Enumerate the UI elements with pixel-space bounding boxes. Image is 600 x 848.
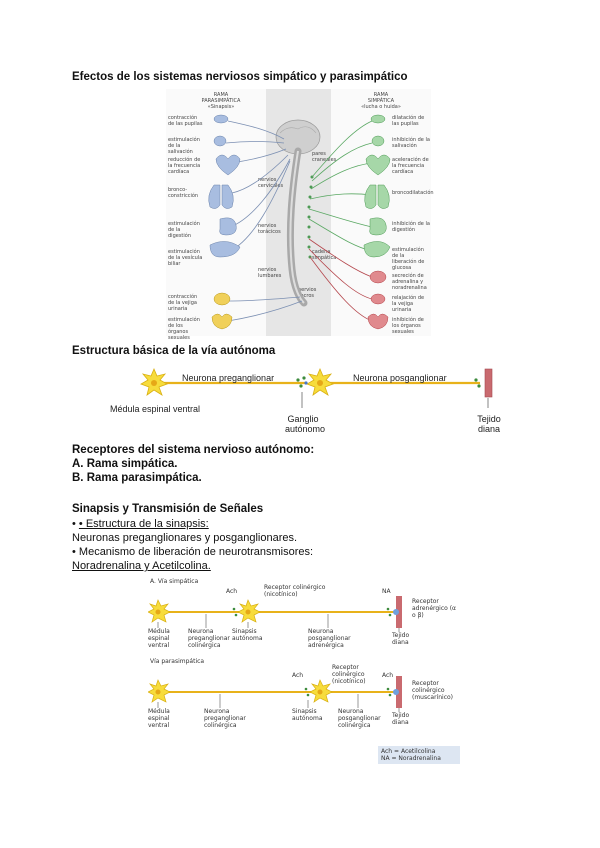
para-gland-icon [213,135,227,147]
b-neuron-1 [148,679,171,703]
fig3-b-receptor-nic: Receptor colinérgico (nicotínico) [332,664,366,685]
fig3-b-title: Vía parasimpática [150,658,205,665]
post-neuron-label: Neurona posganglionar [353,373,447,383]
fig3-a-receptor-adr: Receptor adrenérgico (α o β) [412,598,457,619]
neuron-body-1 [140,367,168,396]
spine-label-lumbar: nervios lumbares [258,267,282,279]
spinal-cord-icon [286,147,308,307]
spine-label-sacral: nervios sacros [298,287,317,299]
spine-label-chain: cadena simpática [312,249,337,261]
para-item-0: contracción de las pupilas [168,115,203,127]
symp-eye-icon [370,114,386,124]
line-neurons: Neuronas preganglionares y posganglionar… [72,532,298,544]
symp-item-6: secreción de adrenalina y noradrenalina [392,273,427,291]
symp-item-1: inhibición de la salivación [392,137,430,149]
para-item-5: estimulación de la vesícula biliar [168,249,203,267]
autonomic-illustration [208,114,391,330]
fig3-b-sinapsis: Sinapsis autónoma [292,708,323,722]
fig3-b-medula: Médula espinal ventral [148,708,170,729]
symp-sex-organs-icon [367,313,389,330]
heading-effects: Efectos de los sistemas nerviosos simpát… [72,71,408,83]
symp-item-4: inhibición de la digestión [392,221,430,233]
symp-heart-icon [365,154,391,176]
para-item-6: contracción de la vejiga urinaria [168,294,198,312]
symp-item-3: broncodilatación [392,190,434,196]
heading-pathway: Estructura básica de la vía autónoma [72,345,276,357]
receptor-a: A. Rama simpática. [72,458,178,470]
spinal-cord-label: Médula espinal ventral [110,404,201,414]
a-neuron-1 [148,599,171,623]
para-eye-icon [213,114,229,124]
para-bladder-icon [213,292,231,306]
fig3-a-medula: Médula espinal ventral [148,628,170,649]
fig3-a-post: Neurona posganglionar adrenérgica [308,628,351,649]
para-item-3: bronco-constricción [168,187,199,199]
target-tissue-icon [484,368,493,398]
symp-adrenal-icon [369,270,387,284]
pathway-diagram [140,367,493,408]
synapse-dots-icon [296,376,308,388]
fig3-legend: Ach = Acetilcolina NA = Noradrenalina [378,746,460,764]
pathway-figure: Neurona preganglionar Neurona posganglio… [110,362,520,442]
synapse-dots-2-icon [474,378,481,388]
transmission-figure: A. Vía simpática Ach Receptor colinérgic… [148,576,460,766]
spine-label-cervical: nervios cervicales [258,177,284,189]
fig3-b-pre: Neurona preganglionar colinérgica [204,708,246,729]
b-neuron-2 [309,679,333,703]
symp-gland-icon [371,135,385,147]
fig3-a-na: NA [382,588,391,595]
spine-label-thoracic: nervios torácicos [258,223,281,235]
para-item-7: estimulación de los órganos sexuales [168,317,200,341]
pre-neuron-label: Neurona preganglionar [182,373,275,383]
spine-label-cranial: pares craneales [312,151,337,163]
transmission-diagram [148,596,402,712]
fig3-b-post: Neurona posganglionar colinérgica [338,708,381,729]
heading-synapse: Sinapsis y Transmisión de Señales [72,503,264,515]
fig3-b-tejido: Tejido diana [392,712,410,726]
neuron-body-2 [306,367,334,396]
symp-liver-icon [363,241,391,258]
legend-na: NA = Noradrenalina [381,755,441,762]
fig3-a-sinapsis: Sinapsis autónoma [232,628,263,642]
para-liver-icon [209,241,241,258]
legend-ach: Ach = Acetilcolina [381,748,436,755]
fig3-b-ach-2: Ach [382,672,394,679]
receptor-b: B. Rama parasimpática. [72,472,202,484]
para-heart-icon [215,154,241,176]
para-sex-organs-icon [211,313,233,330]
fig3-a-receptor-nic: Receptor colinérgico (nicotínico) [264,584,326,598]
symp-stomach-icon [369,217,387,236]
bullet-mechanism: • Mecanismo de liberación de neurotransm… [72,546,314,558]
symp-bladder-icon [370,293,386,305]
symp-lungs-icon [364,184,390,209]
fig3-a-title: A. Vía simpática [150,578,199,585]
symp-item-7: relajación de la vejiga urinaria [392,295,425,313]
fig3-a-tejido: Tejido diana [392,632,410,646]
fig3-b-receptor-musc: Receptor colinérgico (muscarínico) [412,680,454,701]
bullet-structure: • • Estructura de la sinapsis: [72,518,209,530]
symp-item-8: inhibición de los órganos sexuales [392,317,424,335]
symp-item-2: aceleración de la frecuencia cardíaca [392,157,429,175]
line-neurotransmitters: Noradrenalina y Acetilcolina. [72,560,211,572]
symp-item-5: estimulación de la liberación de glucosa [392,247,425,271]
bullet-structure-text: • Estructura de la sinapsis: [78,518,209,530]
symp-item-0: dilatación de las pupilas [392,115,425,127]
para-stomach-icon [219,217,237,236]
fig3-a-pre: Neurona preganglionar colinérgica [188,628,230,649]
fig3-b-ach-1: Ach [292,672,304,679]
para-item-4: estimulación de la digestión [168,221,200,239]
heading-receptors: Receptores del sistema nervioso autónomo… [72,444,315,456]
para-item-1: estimulación de la salivación [168,137,200,155]
a-neuron-2 [237,599,261,623]
fig3-a-ach: Ach [226,588,238,595]
para-item-2: reducción de la frecuencia cardíaca [168,157,201,175]
para-lungs-icon [208,184,234,209]
